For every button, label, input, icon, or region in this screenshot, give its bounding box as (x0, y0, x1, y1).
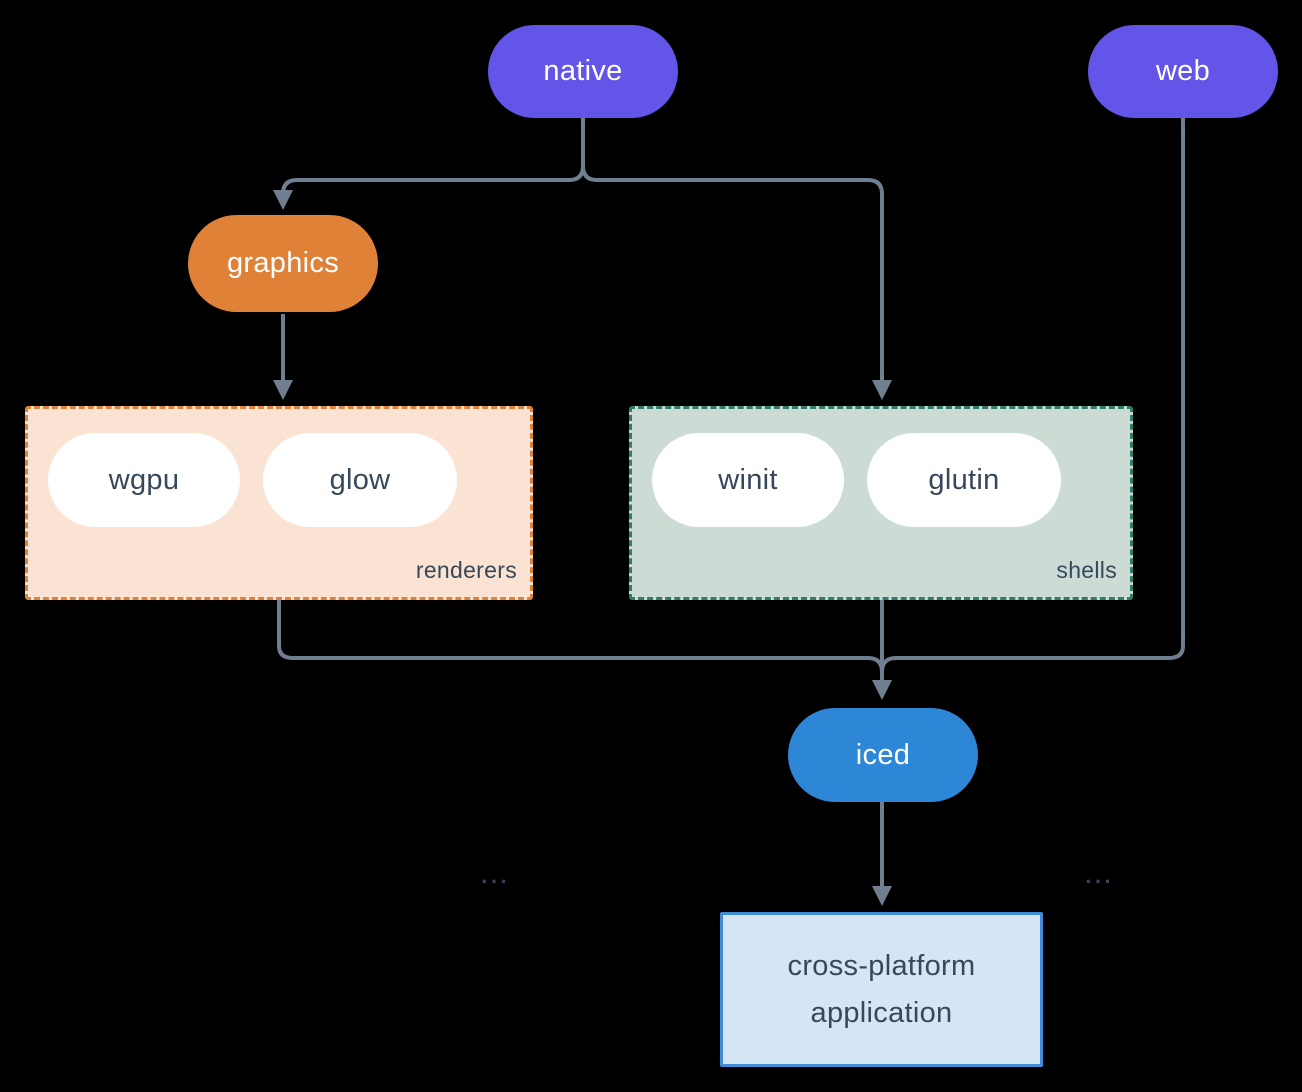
shells-ellipsis: ... (1084, 855, 1113, 890)
node-wgpu-label: wgpu (108, 463, 180, 496)
node-winit-label: winit (718, 463, 778, 496)
node-native: native (488, 25, 678, 118)
shells-group-label: shells (1056, 557, 1117, 583)
node-application-label: cross-platform application (787, 949, 976, 1029)
node-glow-label: glow (329, 463, 391, 496)
node-iced-label: iced (855, 738, 911, 771)
node-web-label: web (1155, 55, 1211, 87)
node-graphics: graphics (188, 215, 378, 312)
node-graphics-label: graphics (226, 247, 339, 279)
group-renderers: wgpu glow ... renderers (25, 406, 533, 890)
connector-native-shells (581, 118, 892, 400)
node-cross-platform-application: cross-platform application (720, 912, 1043, 1067)
connector-native-graphics (273, 118, 585, 210)
group-shells: winit glutin ... shells (629, 406, 1133, 890)
node-glutin-label: glutin (928, 463, 1000, 496)
connector-renderers-iced (277, 600, 884, 673)
renderers-ellipsis: ... (480, 855, 509, 890)
node-web: web (1088, 25, 1278, 118)
node-wgpu: wgpu (48, 433, 240, 527)
node-glow: glow (263, 433, 457, 527)
node-glutin: glutin (867, 433, 1061, 527)
node-iced: iced (788, 708, 978, 802)
node-native-label: native (543, 55, 623, 87)
renderers-group-label: renderers (415, 557, 517, 583)
node-winit: winit (652, 433, 844, 527)
